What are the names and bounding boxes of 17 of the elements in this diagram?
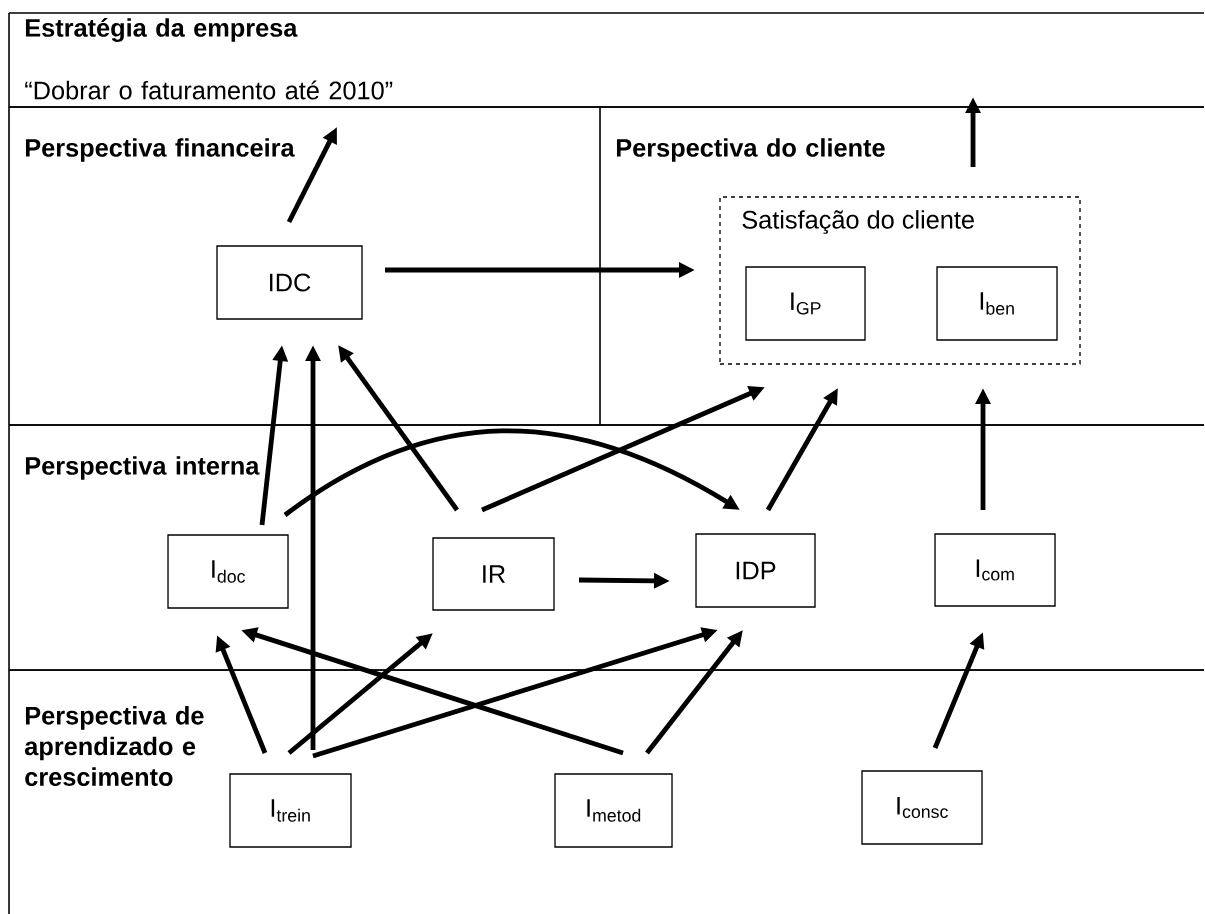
band-heading: Perspectiva de aprendizado e crescimento (25, 706, 204, 786)
indicator-box: I$_{doc}$ (167, 534, 289, 609)
band-heading: Perspectiva interna (25, 456, 260, 480)
indicator-box: I$_{GP}$ (745, 266, 866, 341)
indicator-box: I$_{ben}$ (936, 266, 1058, 341)
indicator-box: IDC (216, 245, 363, 320)
indicator-box: I$_{com}$ (934, 533, 1056, 607)
indicator-box: I$_{metod}$ (554, 773, 673, 848)
band-heading: Perspectiva financeira (25, 138, 295, 162)
band-heading: “Dobrar o faturamento até 2010” (25, 80, 393, 100)
indicator-box: IR (432, 537, 555, 611)
indicator-box: I$_{consc}$ (861, 770, 983, 845)
band-heading: Estratégia da empresa (25, 18, 298, 42)
indicator-box: I$_{trein}$ (229, 773, 352, 848)
indicator-box: IDP (695, 533, 816, 608)
band-heading: Perspectiva do cliente (616, 138, 885, 162)
group-heading: Satisfação do cliente (742, 210, 974, 234)
